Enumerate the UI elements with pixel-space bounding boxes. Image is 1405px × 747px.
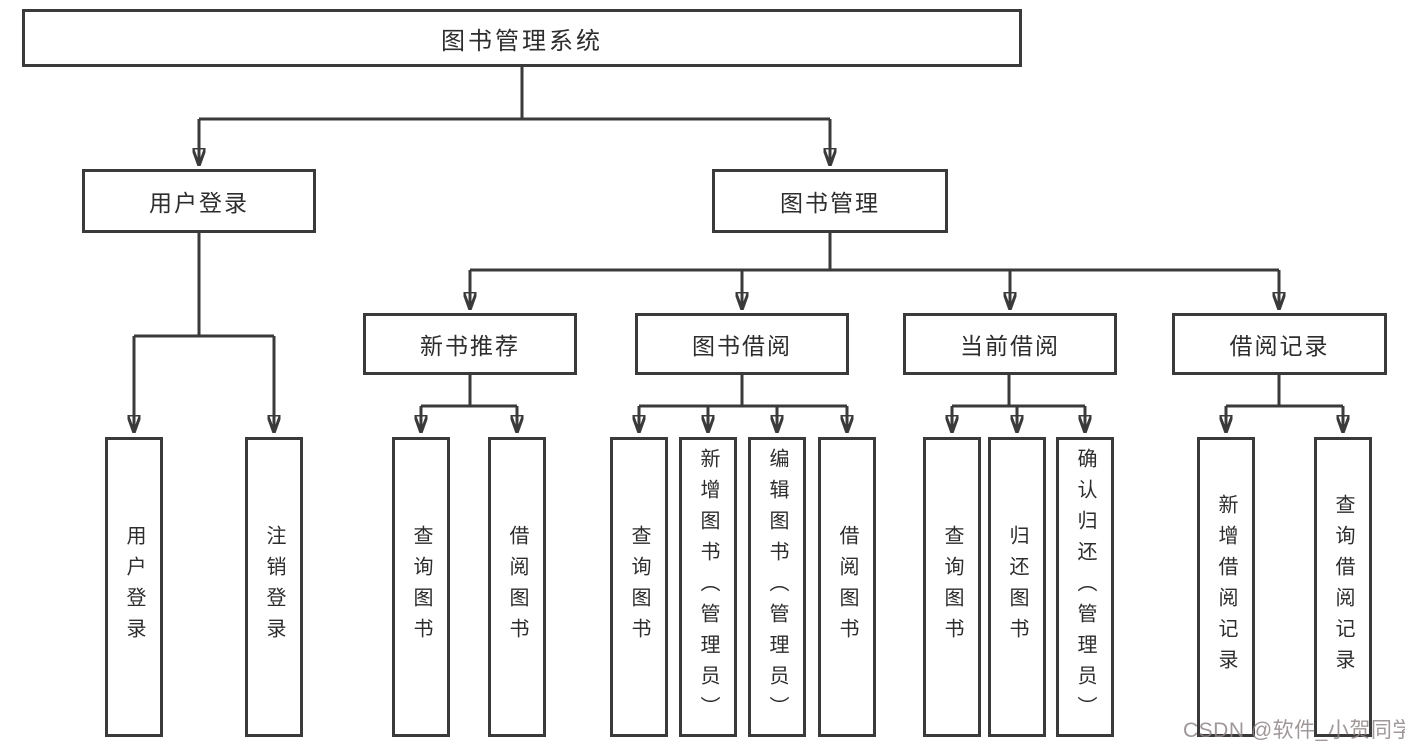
leaf-user-login: 用户登录: [105, 437, 163, 737]
leaf-add-borrow-record: 新增借阅记录: [1197, 437, 1255, 737]
leaf-user-login-label: 用户登录: [123, 525, 145, 649]
node-borrow-records: 借阅记录: [1172, 313, 1387, 375]
leaf-query-books-1-label: 查询图书: [410, 525, 432, 649]
leaf-confirm-return-admin: 确认归还（管理员）: [1056, 437, 1114, 737]
node-new-book-recommend: 新书推荐: [363, 313, 577, 375]
leaf-edit-books-admin-label: 编辑图书（管理员）: [766, 447, 788, 727]
csdn-watermark: CSDN @软件_小贺同学: [1183, 719, 1405, 742]
leaf-borrow-books-2: 借阅图书: [818, 437, 876, 737]
leaf-return-books: 归还图书: [988, 437, 1046, 737]
leaf-query-borrow-record: 查询借阅记录: [1314, 437, 1372, 737]
leaf-query-books-3: 查询图书: [923, 437, 981, 737]
leaf-logout-label: 注销登录: [263, 525, 285, 649]
leaf-add-books-admin-label: 新增图书（管理员）: [697, 447, 719, 727]
leaf-add-books-admin: 新增图书（管理员）: [679, 437, 737, 737]
node-book-borrow: 图书借阅: [635, 313, 849, 375]
leaf-borrow-books-1: 借阅图书: [488, 437, 546, 737]
leaf-edit-books-admin: 编辑图书（管理员）: [748, 437, 806, 737]
leaf-logout: 注销登录: [245, 437, 303, 737]
leaf-query-books-1: 查询图书: [392, 437, 450, 737]
node-current-borrow: 当前借阅: [903, 313, 1117, 375]
leaf-return-books-label: 归还图书: [1006, 525, 1028, 649]
leaf-query-books-3-label: 查询图书: [941, 525, 963, 649]
leaf-add-borrow-record-label: 新增借阅记录: [1215, 494, 1237, 680]
node-book-management: 图书管理: [712, 169, 948, 233]
leaf-borrow-books-2-label: 借阅图书: [836, 525, 858, 649]
leaf-confirm-return-admin-label: 确认归还（管理员）: [1074, 447, 1096, 727]
node-user-login: 用户登录: [82, 169, 316, 233]
leaf-query-books-2-label: 查询图书: [628, 525, 650, 649]
leaf-query-books-2: 查询图书: [610, 437, 668, 737]
node-root-library-system: 图书管理系统: [22, 9, 1022, 67]
leaf-borrow-books-1-label: 借阅图书: [506, 525, 528, 649]
leaf-query-borrow-record-label: 查询借阅记录: [1332, 494, 1354, 680]
